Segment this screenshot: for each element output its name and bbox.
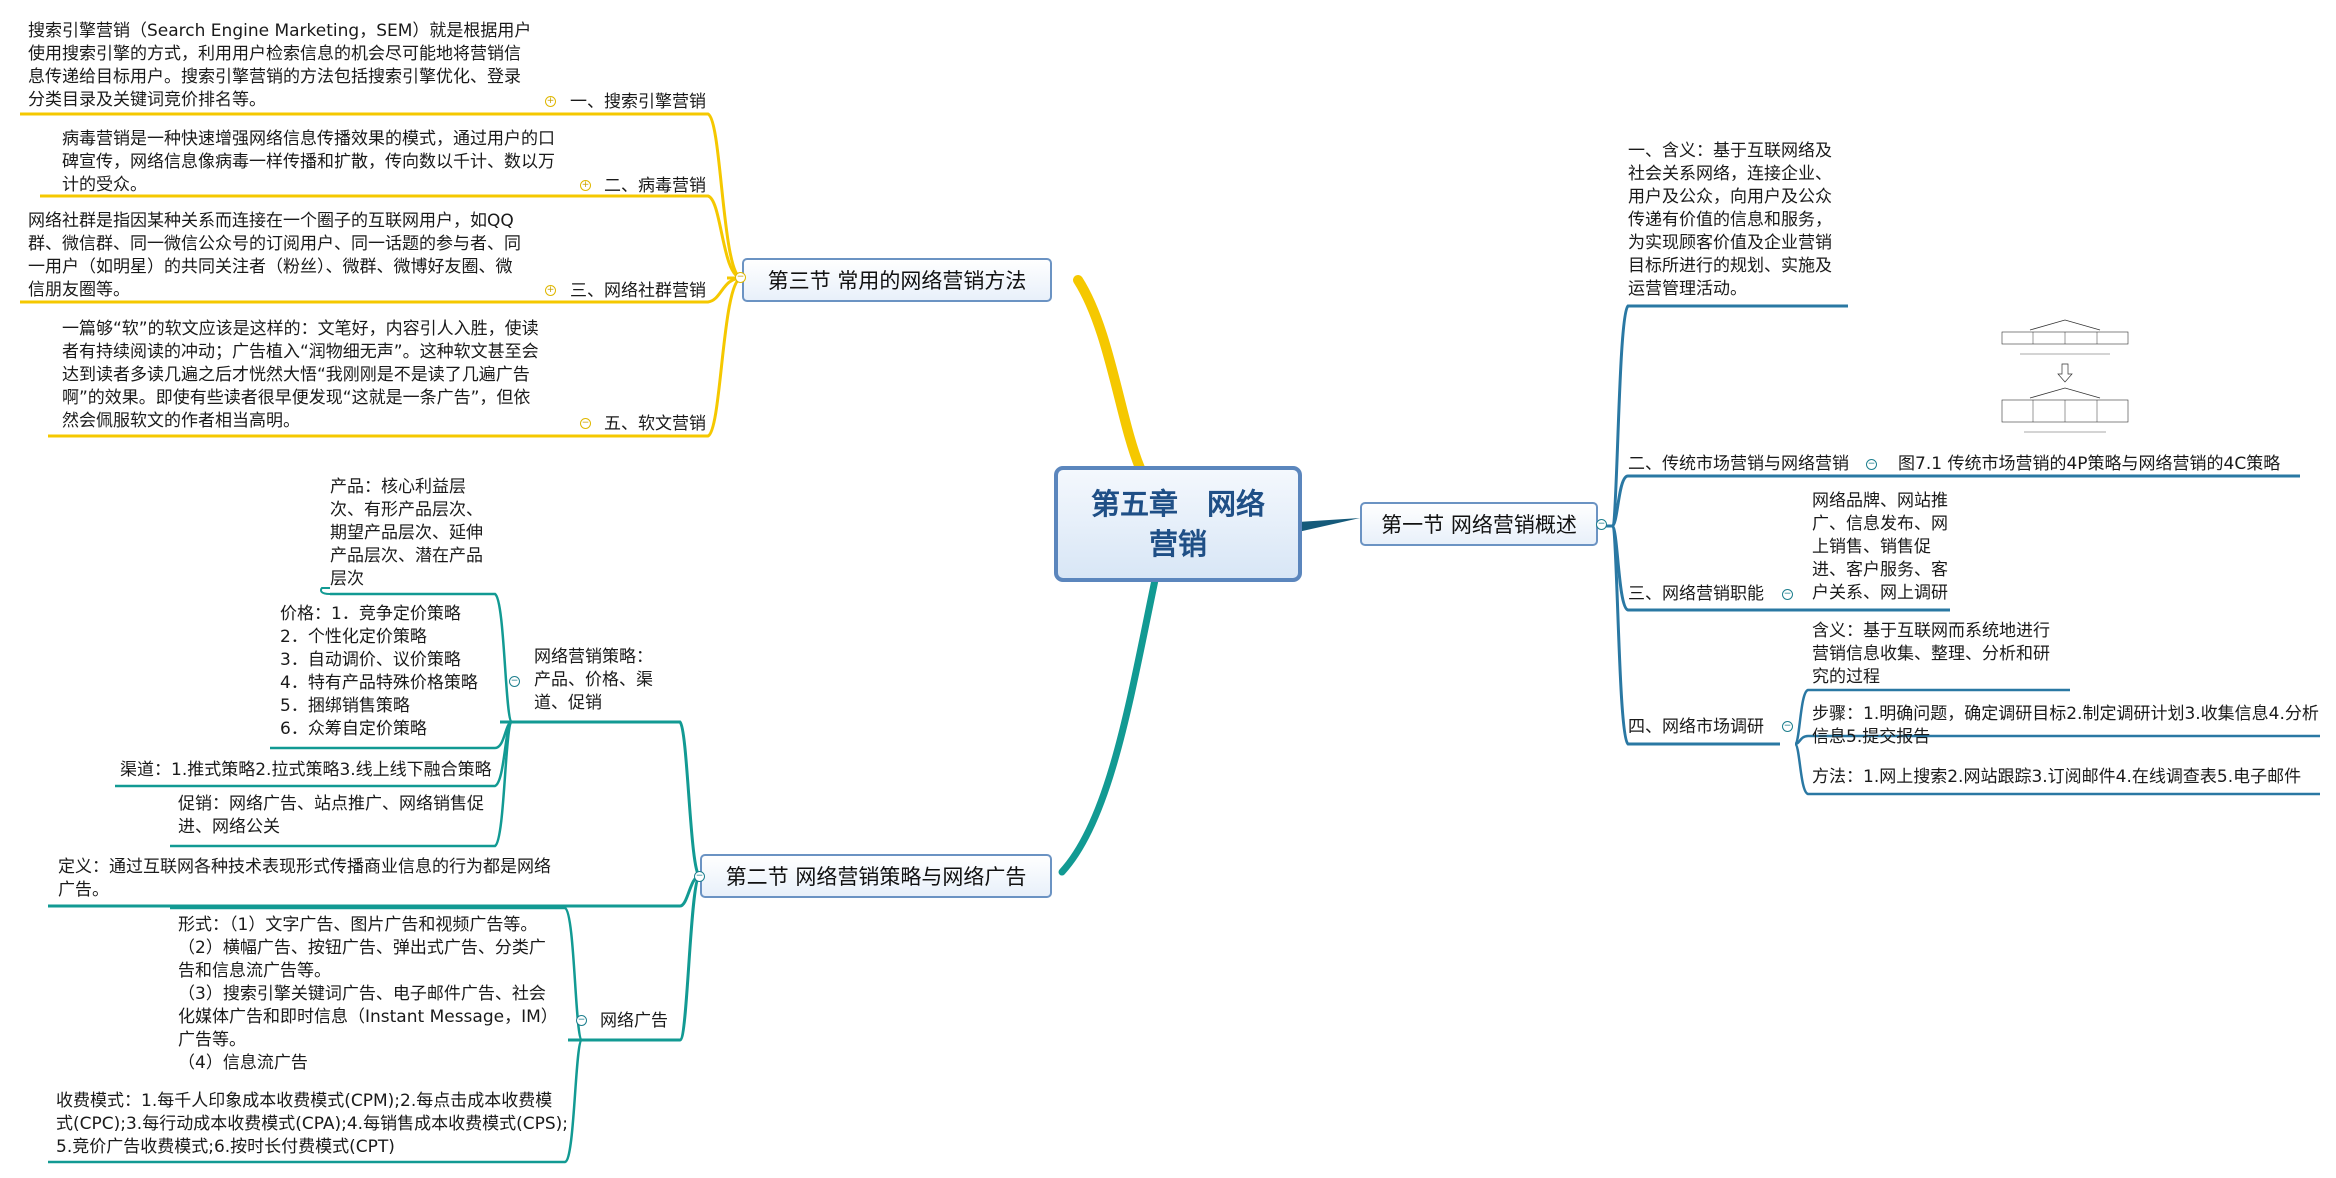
research-meaning: 含义：基于互联网而系统地进行 营销信息收集、整理、分析和研 究的过程 <box>1812 621 2050 687</box>
research-steps: 步骤：1.明确问题，确定调研目标2.制定调研计划3.收集信息4.分析 信息5.提… <box>1812 704 2319 747</box>
sem-description: 搜索引擎营销（Search Engine Marketing，SEM）就是根据用… <box>28 21 532 110</box>
ad-fees: 收费模式：1.每千人印象成本收费模式(CPM);2.每点击成本收费模 式(CPC… <box>56 1091 568 1157</box>
ad-forms: 形式：（1）文字广告、图片广告和视频广告等。 （2）横幅广告、按钮广告、弹出式广… <box>178 915 558 1073</box>
figure-caption: 图7.1 传统市场营销的4P策略与网络营销的4C策略 <box>1898 454 2281 474</box>
collapse-toggle-icon[interactable]: − <box>1782 721 1793 732</box>
product-strategy: 产品：核心利益层 次、有形产品层次、 期望产品层次、延伸 产品层次、潜在产品 层… <box>330 477 483 589</box>
strategy-label[interactable]: 网络营销策略： 产品、价格、渠 道、促销 <box>534 647 653 713</box>
collapse-toggle-icon[interactable]: + <box>580 180 591 191</box>
collapse-toggle-icon[interactable]: − <box>1866 459 1877 470</box>
meaning-text: 一、含义：基于互联网络及 社会关系网络，连接企业、 用户及公众，向用户及公众 传… <box>1628 141 1832 299</box>
ad-definition: 定义：通过互联网各种技术表现形式传播商业信息的行为都是网络 广告。 <box>58 857 551 900</box>
section2-node[interactable]: 第二节 网络营销策略与网络广告 <box>700 854 1052 898</box>
ads-label[interactable]: 网络广告 <box>600 1011 668 1031</box>
channel-strategy: 渠道：1.推式策略2.拉式策略3.线上线下融合策略 <box>120 760 492 780</box>
traditional-label[interactable]: 二、传统市场营销与网络营销 <box>1628 454 1849 474</box>
collapse-toggle-icon[interactable]: − <box>1782 589 1793 600</box>
collapse-toggle-icon[interactable]: − <box>735 272 746 283</box>
community-label[interactable]: 三、网络社群营销 <box>570 281 706 301</box>
central-topic[interactable]: 第五章 网络 营销 <box>1054 466 1302 582</box>
research-label[interactable]: 四、网络市场调研 <box>1628 717 1764 737</box>
promotion-strategy: 促销：网络广告、站点推广、网络销售促 进、网络公关 <box>178 794 484 837</box>
4p-4c-diagram-image <box>2000 316 2130 448</box>
functions-label[interactable]: 三、网络营销职能 <box>1628 584 1764 604</box>
collapse-toggle-icon[interactable]: − <box>509 676 520 687</box>
functions-text: 网络品牌、网站推 广、信息发布、网 上销售、销售促 进、客户服务、客 户关系、网… <box>1812 491 1948 603</box>
collapse-toggle-icon[interactable]: − <box>580 418 591 429</box>
section1-node[interactable]: 第一节 网络营销概述 <box>1360 502 1598 546</box>
collapse-toggle-icon[interactable]: − <box>576 1015 587 1026</box>
collapse-toggle-icon[interactable]: + <box>545 96 556 107</box>
collapse-toggle-icon[interactable]: + <box>545 285 556 296</box>
collapse-toggle-icon[interactable]: − <box>694 871 705 882</box>
price-strategy: 价格：1．竞争定价策略 2．个性化定价策略 3．自动调价、议价策略 4．特有产品… <box>280 604 478 739</box>
viral-label[interactable]: 二、病毒营销 <box>604 176 706 196</box>
sem-label[interactable]: 一、搜索引擎营销 <box>570 92 706 112</box>
collapse-toggle-icon[interactable]: − <box>1596 519 1607 530</box>
softtext-label[interactable]: 五、软文营销 <box>604 414 706 434</box>
section3-node[interactable]: 第三节 常用的网络营销方法 <box>742 258 1052 302</box>
research-methods: 方法：1.网上搜索2.网站跟踪3.订阅邮件4.在线调查表5.电子邮件 <box>1812 767 2302 787</box>
community-description: 网络社群是指因某种关系而连接在一个圈子的互联网用户，如QQ 群、微信群、同一微信… <box>28 211 521 300</box>
viral-description: 病毒营销是一种快速增强网络信息传播效果的模式，通过用户的口 碑宣传，网络信息像病… <box>62 129 555 195</box>
softtext-description: 一篇够“软”的软文应该是这样的：文笔好，内容引人入胜，使读 者有持续阅读的冲动；… <box>62 319 539 431</box>
